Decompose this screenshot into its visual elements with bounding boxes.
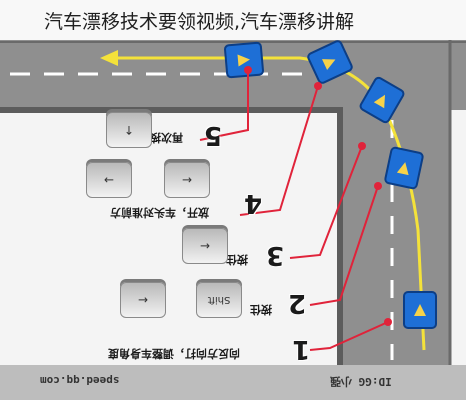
page-title-text: 汽车漂移技术要领视频,汽车漂移讲解 <box>44 10 355 33</box>
step-4-number: 4 <box>244 188 263 218</box>
page-title: 汽车漂移技术要领视频,汽车漂移讲解 <box>0 0 466 40</box>
key-shift-step2: Shift <box>196 282 242 318</box>
car-5 <box>403 291 437 329</box>
step-1-text: 向反方向打，调整车身角度 <box>108 347 240 360</box>
key-left-step4: ← <box>164 162 210 198</box>
key-up-step5: ↑ <box>106 112 152 148</box>
car-3 <box>359 76 405 124</box>
key-right-step4: → <box>86 162 132 198</box>
step-5-text: 再次按 <box>150 131 183 144</box>
footer-strip <box>0 365 466 400</box>
key-left-step3: ← <box>182 228 228 264</box>
step-2-text: 按住 <box>250 303 272 316</box>
step-2-number: 2 <box>288 288 307 318</box>
step-4-text: 放开，车头对准前方 <box>110 206 209 219</box>
car-2 <box>307 40 353 84</box>
car-1 <box>224 41 264 79</box>
step-1-number: 1 <box>292 334 311 364</box>
step-5-number: 5 <box>204 120 223 150</box>
step-3-text: 按住 <box>226 253 248 266</box>
footer-site: speed.qq.com <box>40 374 120 387</box>
step-3-number: 3 <box>266 240 285 270</box>
key-left-step2: ← <box>120 282 166 318</box>
car-4 <box>384 146 424 190</box>
footer-id: ID:GG 小强 <box>330 375 392 388</box>
step-leaders <box>199 70 389 351</box>
